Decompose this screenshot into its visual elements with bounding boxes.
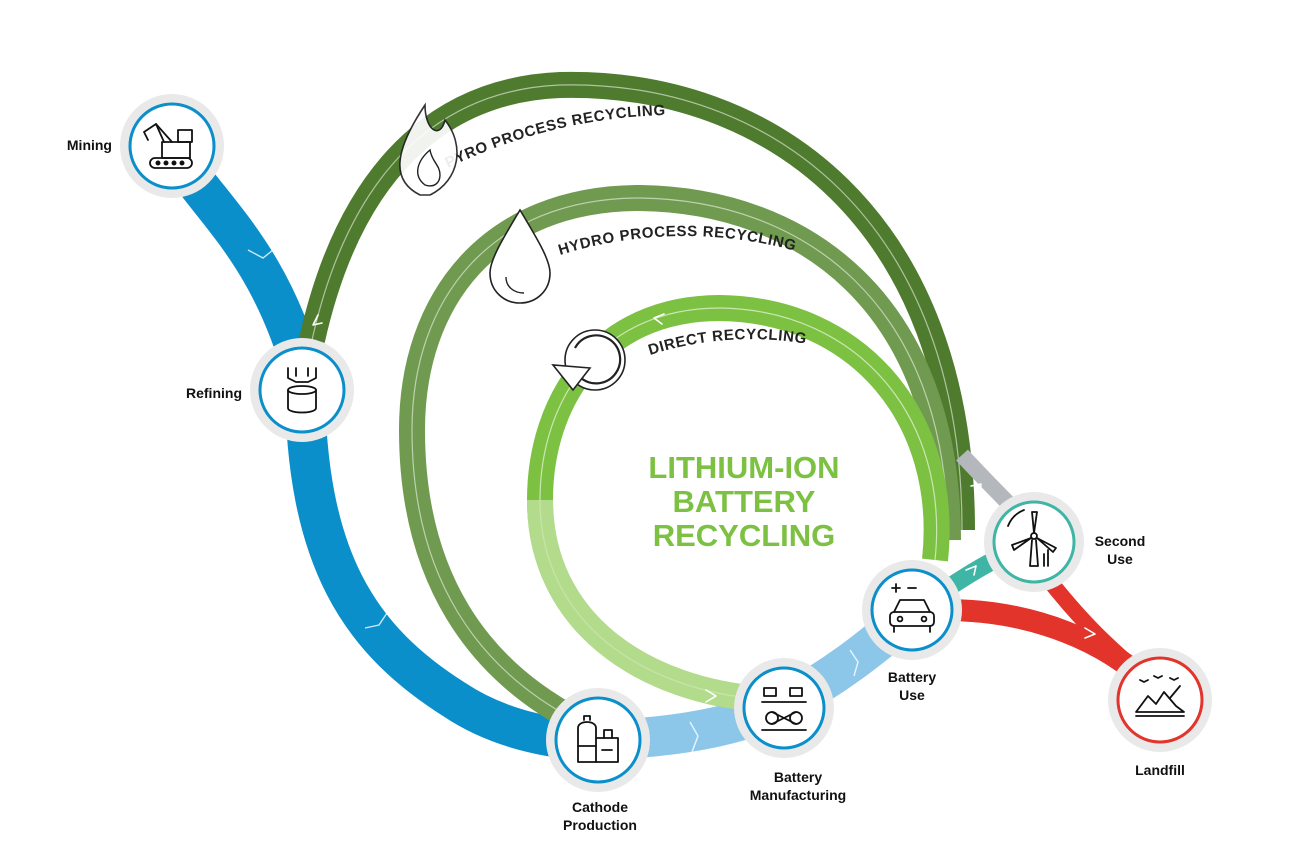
excavator-icon bbox=[143, 123, 193, 169]
conveyor-icon bbox=[761, 687, 807, 731]
hydro-loop-track bbox=[411, 197, 949, 721]
node-label-mining: Mining bbox=[67, 137, 112, 153]
direct-recycling-label: DIRECT RECYCLING bbox=[646, 326, 808, 359]
supply-chain-path bbox=[152, 128, 622, 761]
node-label-landfill: Landfill bbox=[1135, 762, 1185, 778]
second-use-arrow bbox=[965, 565, 977, 576]
direct-loop-arrow bbox=[653, 313, 665, 325]
title-line: RECYCLING bbox=[653, 518, 836, 553]
diagram-title: LITHIUM-ION BATTERY RECYCLING bbox=[648, 450, 839, 553]
node-mining bbox=[120, 94, 224, 198]
node-refining bbox=[250, 338, 354, 442]
node-label-cathode: Production bbox=[563, 817, 637, 833]
direct-loop-light bbox=[527, 499, 771, 713]
wind-turbine-icon bbox=[1007, 509, 1057, 567]
landfill-arrow bbox=[1084, 627, 1096, 639]
hydro-loop-arrow bbox=[551, 685, 565, 699]
pyro-loop-arrow bbox=[312, 314, 323, 326]
node-label-manufacturing: Manufacturing bbox=[750, 787, 846, 803]
factory-tanks-icon bbox=[577, 715, 619, 763]
node-landfill bbox=[1108, 648, 1212, 752]
node-battery-use bbox=[862, 560, 962, 660]
node-label-manufacturing: Battery bbox=[774, 769, 822, 785]
node-label-cathode: Cathode bbox=[572, 799, 628, 815]
node-cathode bbox=[546, 688, 650, 792]
landfill-icon bbox=[1135, 675, 1185, 717]
electric-car-icon bbox=[889, 583, 935, 633]
node-label-refining: Refining bbox=[186, 385, 242, 401]
pyro-loop-track bbox=[311, 84, 963, 531]
refinery-icon bbox=[287, 367, 317, 414]
title-line: BATTERY bbox=[673, 484, 816, 519]
grey-branch-arrow bbox=[970, 483, 982, 495]
node-label-second-use: Second bbox=[1095, 533, 1146, 549]
node-manufacturing bbox=[734, 658, 834, 758]
node-label-second-use: Use bbox=[1107, 551, 1133, 567]
flame-icon bbox=[399, 102, 458, 196]
title-line: LITHIUM-ION bbox=[648, 450, 839, 485]
supply-chain-chevrons bbox=[247, 245, 859, 753]
cycle-arrow-icon bbox=[551, 329, 626, 392]
node-second-use bbox=[984, 492, 1084, 592]
direct-loop-arrow bbox=[705, 689, 717, 703]
pyro-loop-arrow bbox=[473, 125, 485, 137]
node-label-battery-use: Use bbox=[899, 687, 925, 703]
node-label-battery-use: Battery bbox=[888, 669, 936, 685]
water-drop-icon bbox=[489, 208, 551, 304]
